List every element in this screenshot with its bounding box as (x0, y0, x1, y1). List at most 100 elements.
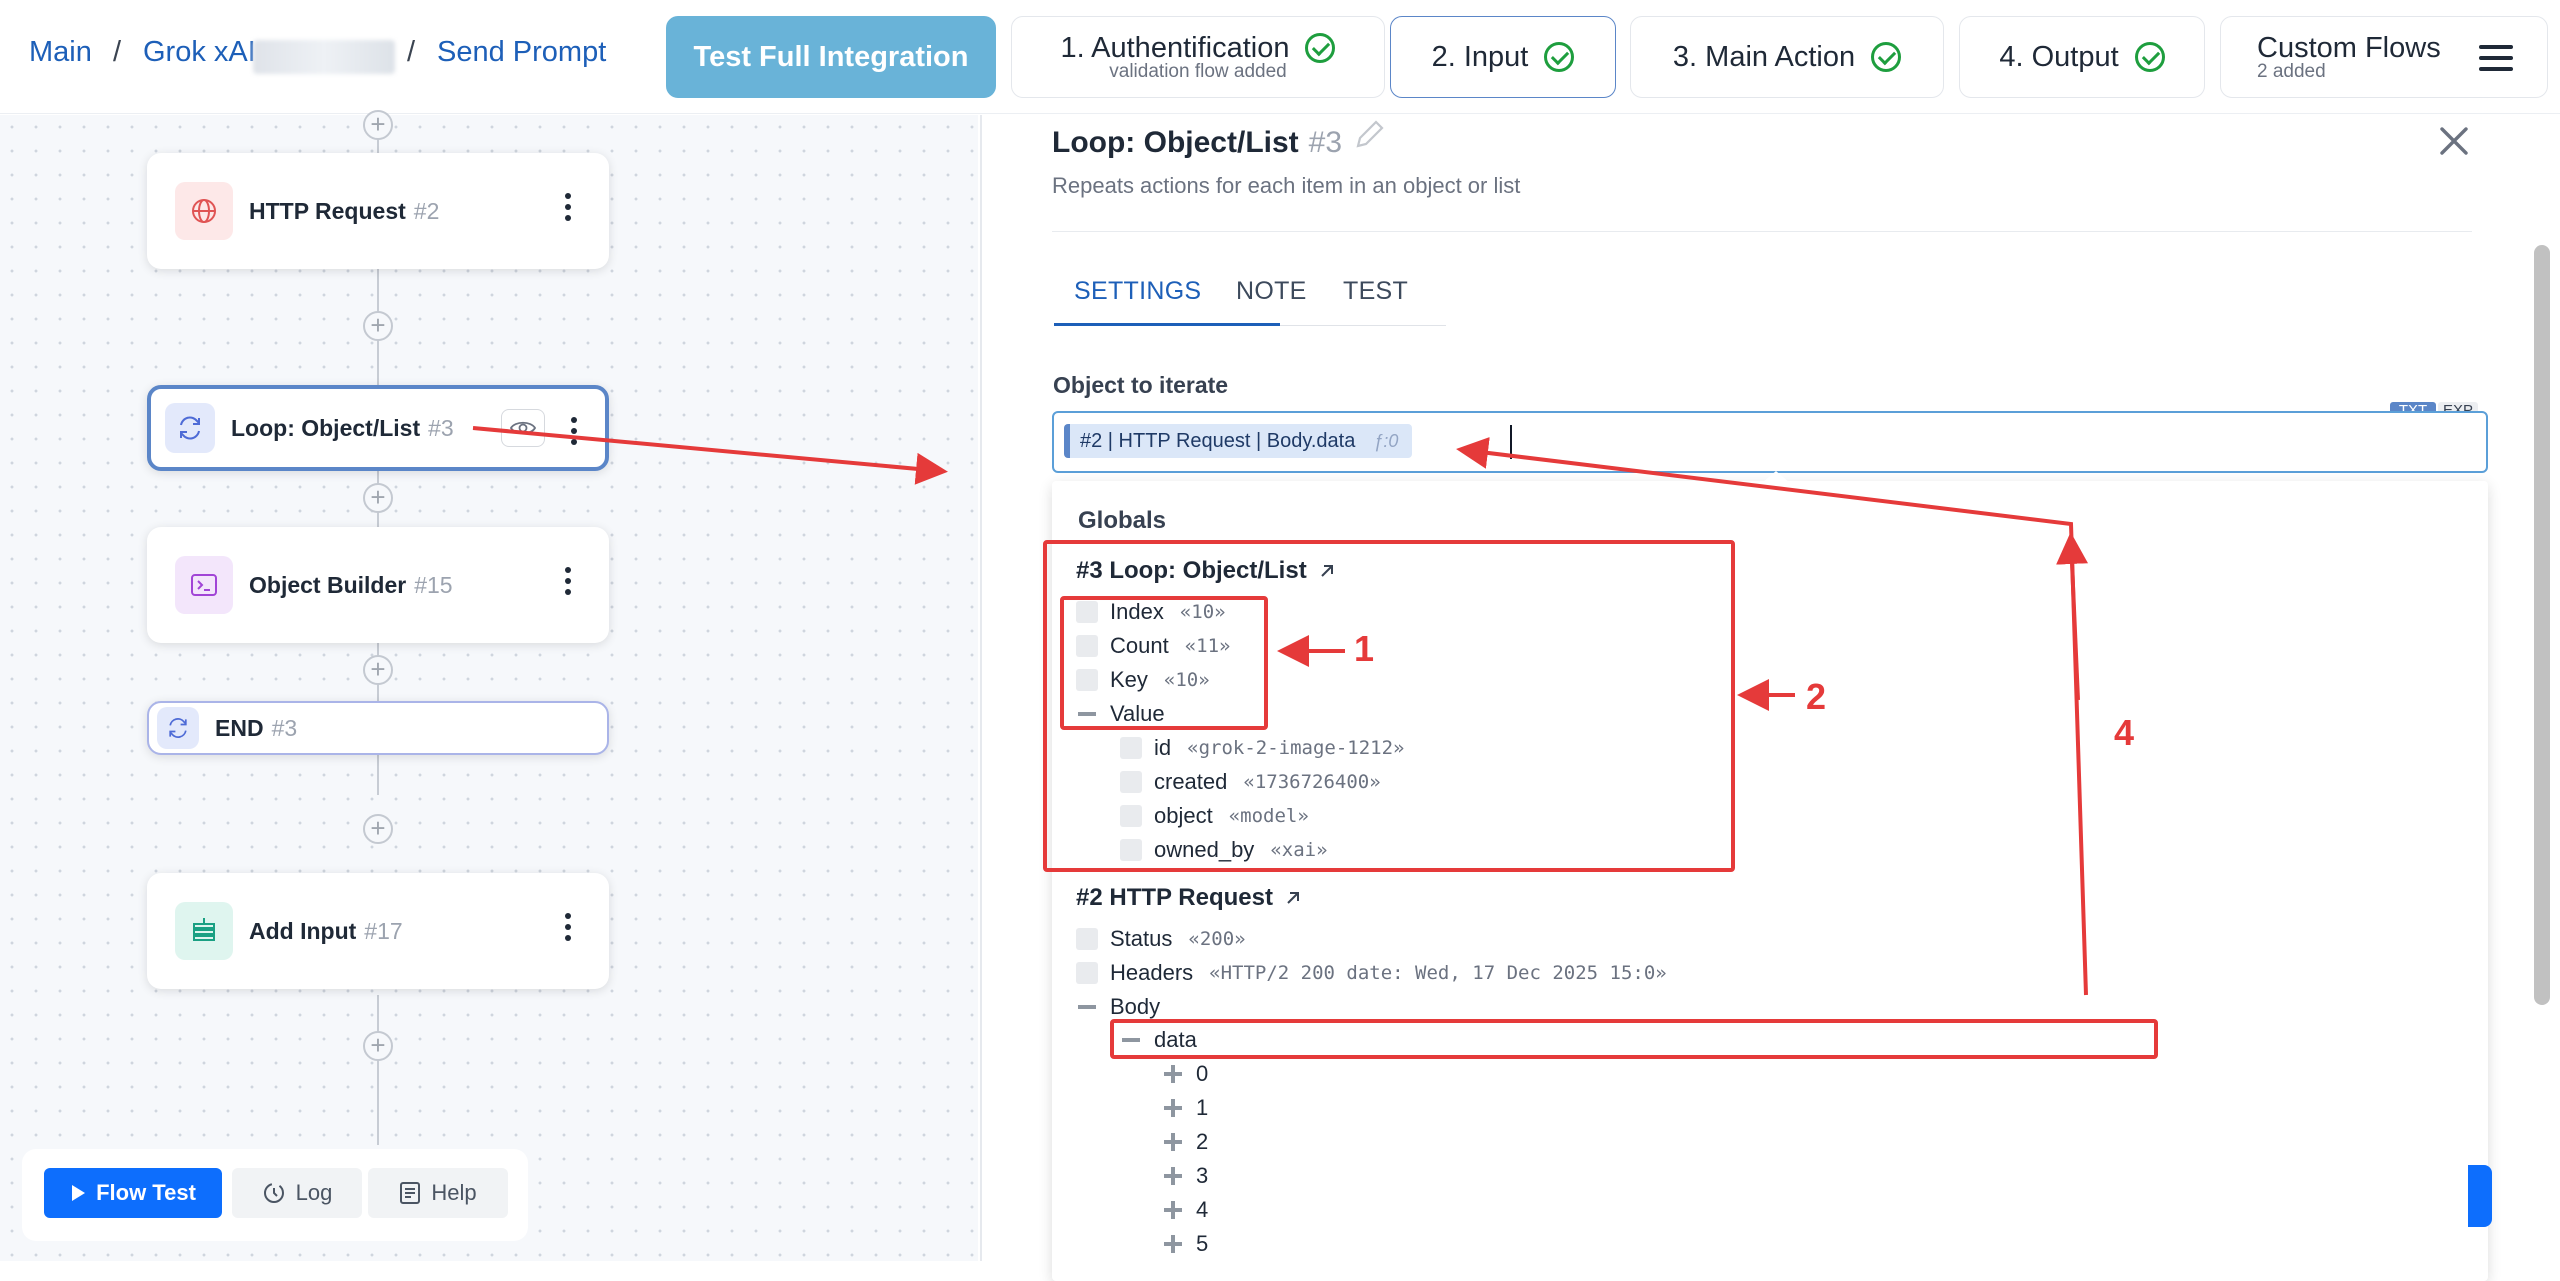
node-title: END (215, 714, 264, 741)
edit-pencil-icon[interactable] (1352, 118, 1386, 152)
tree-value: «model» (1228, 805, 1309, 827)
add-step-icon[interactable]: + (363, 483, 393, 513)
tree-row-created[interactable]: created«1736726400» (1120, 769, 1381, 795)
more-vertical-icon[interactable] (565, 193, 571, 226)
expand-icon[interactable] (1162, 1233, 1184, 1255)
tree-row-value[interactable]: Value (1076, 701, 1165, 727)
breadcrumb-integration[interactable]: Grok xAI (143, 36, 256, 68)
collapse-icon[interactable] (1076, 996, 1098, 1018)
checkbox[interactable] (1076, 635, 1098, 657)
tab-input[interactable]: 2. Input (1390, 16, 1616, 98)
expand-icon[interactable] (1162, 1097, 1184, 1119)
flow-node-http-request[interactable]: HTTP Request #2 (147, 153, 609, 269)
test-full-integration-button[interactable]: Test Full Integration (666, 16, 996, 98)
tab-output[interactable]: 4. Output (1959, 16, 2205, 98)
breadcrumb-action[interactable]: Send Prompt (437, 36, 607, 68)
checkbox[interactable] (1120, 839, 1142, 861)
tab-settings[interactable]: SETTINGS (1074, 277, 1202, 305)
tree-row-item[interactable]: 2 (1162, 1129, 1208, 1155)
tree-row-item[interactable]: 5 (1162, 1231, 1208, 1257)
scrollbar-thumb[interactable] (2534, 245, 2550, 1005)
tree-row-object[interactable]: object «model» (1120, 803, 1309, 829)
expand-icon[interactable] (1162, 1199, 1184, 1221)
checkbox[interactable] (1120, 771, 1142, 793)
checkbox[interactable] (1076, 601, 1098, 623)
checkbox[interactable] (1076, 962, 1098, 984)
tree-row-data[interactable]: data (1120, 1027, 1197, 1053)
tree-row-key[interactable]: Key«10» (1076, 667, 1210, 693)
top-bar: Main / Grok xAI / Send Prompt Test Full … (0, 0, 2560, 114)
tree-value: «xai» (1270, 839, 1328, 861)
tree-row-index[interactable]: Index«10» (1076, 599, 1226, 625)
external-link-icon[interactable] (1283, 888, 1303, 908)
tab-note[interactable]: NOTE (1236, 277, 1307, 305)
tab-custom-flows[interactable]: Custom Flows 2 added (2220, 16, 2548, 98)
eye-icon[interactable] (501, 409, 545, 447)
tree-value: «10» (1179, 601, 1226, 623)
checkbox[interactable] (1076, 669, 1098, 691)
add-step-icon[interactable]: + (363, 311, 393, 341)
expand-icon[interactable] (1162, 1165, 1184, 1187)
loop-group-title[interactable]: #3 Loop: Object/List (1076, 557, 1337, 585)
tree-row-body[interactable]: Body (1076, 994, 1160, 1020)
add-step-icon[interactable]: + (363, 1031, 393, 1061)
flow-test-button[interactable]: Flow Test (44, 1168, 222, 1218)
external-link-icon[interactable] (1317, 561, 1337, 581)
tab-authentification[interactable]: 1. Authentification validation flow adde… (1011, 16, 1385, 98)
checkbox[interactable] (1120, 805, 1142, 827)
breadcrumb-main[interactable]: Main (29, 36, 92, 68)
help-label: Help (431, 1180, 477, 1205)
tree-row-headers[interactable]: Headers«HTTP/2 200 date: Wed, 17 Dec 202… (1076, 960, 1667, 986)
tree-row-item[interactable]: 4 (1162, 1197, 1208, 1223)
flow-node-object-builder[interactable]: Object Builder #15 (147, 527, 609, 643)
close-icon[interactable] (2434, 121, 2474, 161)
tree-row-count[interactable]: Count«11» (1076, 633, 1230, 659)
tree-row-item[interactable]: 1 (1162, 1095, 1208, 1121)
more-vertical-icon[interactable] (571, 417, 577, 450)
tab-custom-flows-label: Custom Flows (2257, 32, 2441, 64)
divider (1052, 231, 2472, 232)
checkbox[interactable] (1076, 928, 1098, 950)
node-title: HTTP Request (249, 197, 406, 224)
node-number: #15 (414, 571, 453, 598)
collapse-icon[interactable] (1120, 1029, 1142, 1051)
help-button[interactable]: Help (368, 1168, 508, 1218)
tree-row-status[interactable]: Status«200» (1076, 926, 1246, 952)
node-number: #3 (428, 414, 454, 441)
object-to-iterate-input[interactable]: #2 | HTTP Request | Body.data ƒ:0 (1052, 411, 2488, 473)
flow-canvas[interactable]: + + + + + + HTTP Request #2 Loop: Object… (0, 110, 978, 1261)
add-step-icon[interactable]: + (363, 655, 393, 685)
more-vertical-icon[interactable] (565, 567, 571, 600)
tab-custom-flows-sub: 2 added (2257, 61, 2326, 82)
tree-value: «10» (1163, 669, 1210, 691)
variable-token[interactable]: #2 | HTTP Request | Body.data ƒ:0 (1064, 424, 1413, 458)
tree-row-id[interactable]: id«grok-2-image-1212» (1120, 735, 1404, 761)
add-step-icon[interactable]: + (363, 814, 393, 844)
node-title: Loop: Object/List (231, 414, 421, 441)
collapse-icon[interactable] (1076, 703, 1098, 725)
tab-test[interactable]: TEST (1343, 277, 1409, 305)
expand-icon[interactable] (1162, 1131, 1184, 1153)
tree-row-owned-by[interactable]: owned_by«xai» (1120, 837, 1328, 863)
save-button-edge[interactable] (2468, 1165, 2492, 1227)
log-button[interactable]: Log (232, 1168, 362, 1218)
flow-node-end[interactable]: END #3 (147, 701, 609, 755)
tree-value: «200» (1188, 928, 1246, 950)
add-step-icon[interactable]: + (363, 110, 393, 140)
tree-row-item[interactable]: 3 (1162, 1163, 1208, 1189)
tab-main-action[interactable]: 3. Main Action (1630, 16, 1944, 98)
tree-key: Value (1110, 701, 1165, 726)
expand-icon[interactable] (1162, 1063, 1184, 1085)
checkbox[interactable] (1120, 737, 1142, 759)
more-vertical-icon[interactable] (565, 913, 571, 946)
annotation-number-4: 4 (2114, 712, 2135, 753)
breadcrumb-separator: / (407, 36, 416, 68)
flow-node-add-input[interactable]: Add Input #17 (147, 873, 609, 989)
flow-node-loop[interactable]: Loop: Object/List #3 (147, 385, 609, 471)
http-group-title[interactable]: #2 HTTP Request (1076, 884, 1303, 912)
variable-token-label: #2 | HTTP Request | Body.data (1080, 429, 1356, 452)
tree-row-item[interactable]: 0 (1162, 1061, 1208, 1087)
tree-key: 5 (1196, 1231, 1209, 1256)
hamburger-menu-icon (2479, 45, 2513, 71)
tree-key: object (1154, 803, 1213, 828)
